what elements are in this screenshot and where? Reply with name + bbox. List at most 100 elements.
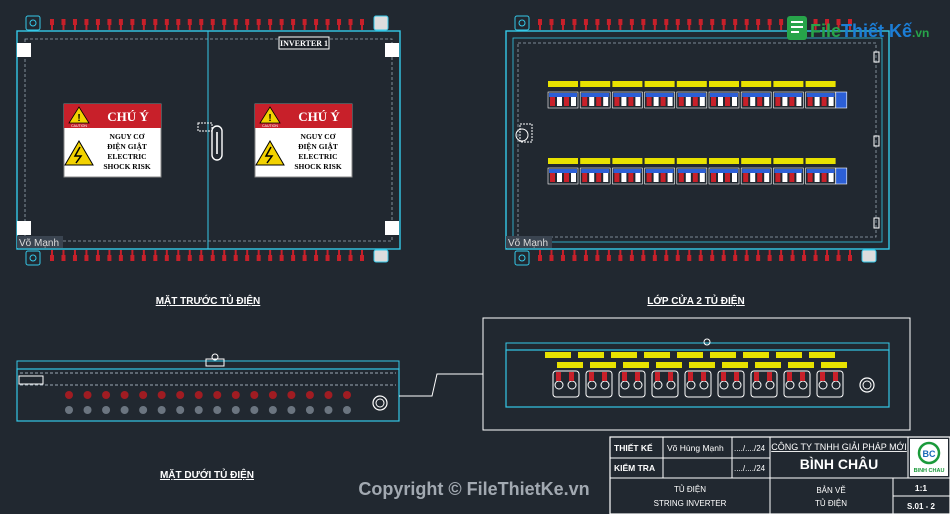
breaker-pole [653,97,659,106]
breaker-pole [828,97,834,106]
detail-vent-plug-icon [859,377,875,393]
detail-callout [399,317,911,431]
terminal-connector [641,255,646,261]
terminal-pin [188,25,191,30]
terminal-pin [338,250,341,255]
hinge [873,217,880,229]
terminal-connector [291,19,296,25]
cable-gland [83,406,92,414]
terminal-pin [630,250,633,255]
sign-line: NGUY CƠ [110,132,145,141]
terminal-connector [629,255,634,261]
terminal-pin [561,250,564,255]
connector-housing [816,370,844,398]
string-label [709,158,739,164]
breaker-pole [692,173,698,182]
company-logo-letters: BC [923,449,936,459]
terminal-pin [642,25,645,30]
terminal-connector [302,19,307,25]
terminal-pin [119,250,122,255]
string-label [578,352,604,358]
breaker-pole [589,97,595,106]
terminal-pin [62,250,65,255]
terminal-connector [84,19,89,25]
connector-port [818,380,828,390]
breaker-pole [711,97,716,106]
caution-small-label: CAUTION [262,124,278,128]
string-label [548,158,578,164]
string-label [644,352,670,358]
terminal-pin [51,250,53,255]
breaker-bar [677,169,706,173]
terminal-pin [200,25,203,30]
breaker-pole [807,97,813,106]
terminal-pin [803,250,806,255]
callout-leader [399,373,483,397]
breaker-pole [757,97,763,106]
cable-gland [176,406,185,414]
terminal-connector [360,19,364,25]
breaker-pole [718,173,723,182]
cable-gland [250,391,259,399]
terminal-pin [665,250,668,255]
string-label [676,158,707,164]
sign-line: ĐIỆN GIẬT [107,142,147,151]
terminal-pin [51,25,53,30]
breaker-pole [667,173,673,182]
terminal-connector [118,19,123,25]
breaker-bar [549,169,577,173]
terminal-connector [767,255,772,261]
checker-label: KIỂM TRA [614,462,655,473]
connector-pin [668,372,673,381]
breaker-pole [821,97,827,106]
breaker-pole [796,97,802,106]
breaker-pole [775,97,781,106]
terminal-pin [223,250,226,255]
string-label [689,362,715,368]
electric-shock-icon [255,140,285,166]
checker-date: ..../..../24 [734,464,766,473]
hinge-lock-icon [861,249,877,263]
door-row1-labels [548,81,836,87]
string-label [741,81,772,87]
detail-labels-top [545,352,835,358]
terminal-connector [710,255,715,261]
terminal-pin [280,25,283,30]
breaker-module [547,167,579,185]
terminal-connector [164,255,169,261]
cable-gland [343,391,351,399]
terminal-connector [210,19,215,25]
terminal-pin [154,250,157,255]
connector-pin [833,372,838,381]
terminal-connector [268,255,273,261]
breaker-pole [557,173,562,182]
breaker-pole [725,173,730,182]
breaker-bar [710,169,738,173]
breaker-pole [685,173,691,182]
terminal-connector [825,19,830,25]
terminal-connector [802,255,807,261]
connector-port [587,380,597,390]
terminal-pin [315,25,318,30]
terminal-connector [618,255,623,261]
connector-pin [701,372,706,381]
hinge-lock-icon [373,15,389,31]
breaker-pole [621,97,627,106]
terminal-pin [791,250,794,255]
breaker-pole [718,97,723,106]
string-label [644,81,675,87]
terminal-pin [550,250,553,255]
breaker-pole [603,173,609,182]
terminal-pin [349,250,352,255]
connector-pin [820,372,825,381]
electric-shock-icon [64,140,94,166]
company-logo-bg [910,439,948,476]
sign-line: ELECTRIC [107,152,146,161]
breaker-pole [571,173,576,182]
inverter-tag [278,36,330,50]
terminal-pin [573,25,576,30]
terminal-connector [572,19,577,25]
terminal-pin [131,250,134,255]
terminal-connector [779,255,784,261]
string-label [612,158,643,164]
